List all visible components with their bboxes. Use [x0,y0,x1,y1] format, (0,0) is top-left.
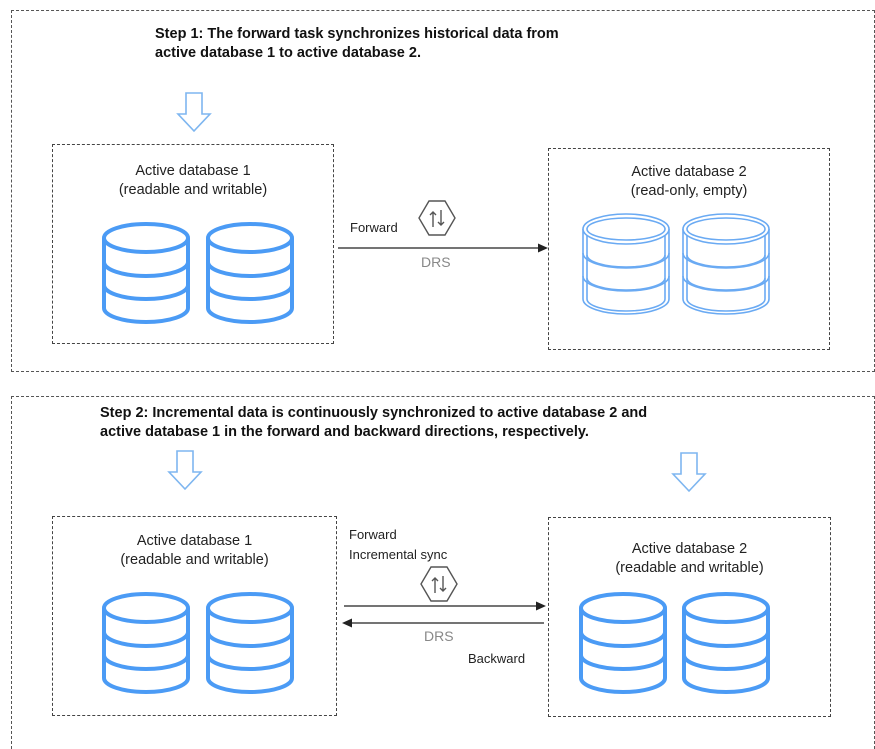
step1-active-db2-label: Active database 2 (read-only, empty) [548,163,830,201]
incremental-sync-label: Incremental sync [349,547,448,562]
db-mode: (readable and writable) [118,182,268,198]
database-icon [102,592,190,694]
database-icon [582,213,670,315]
db-name: Active database 2 [631,541,748,557]
step2-title-line1: Step 2: Incremental data is continuously… [100,405,648,421]
step2-drs-label: DRS [424,628,454,644]
step2-title-line2: active database 1 in the forward and bac… [100,424,589,440]
step1-active-db1-label: Active database 1 (readable and writable… [52,162,334,200]
database-icon [682,592,770,694]
step2-title: Step 2: Incremental data is continuously… [100,404,647,442]
step1-title-line1: Step 1: The forward task synchronizes hi… [155,26,559,42]
step2-active-db2-label: Active database 2 (readable and writable… [548,540,831,578]
database-icon [206,592,294,694]
forward-arrow [344,601,546,611]
sync-icon [418,200,456,236]
step2-active-db1-box [52,516,337,716]
step2-forward-label: Forward Incremental sync [349,526,447,563]
db-name: Active database 1 [136,533,253,549]
db-name: Active database 2 [631,164,747,180]
database-icon [102,222,190,324]
down-arrow-icon [177,92,211,132]
step2-backward-label: Backward [468,651,526,666]
step1-title: Step 1: The forward task synchronizes hi… [155,25,559,63]
step1-active-db2-box [548,148,830,350]
step2-active-db1-label: Active database 1 (readable and writable… [52,532,337,570]
forward-arrow [338,243,548,253]
database-icon [206,222,294,324]
db-name: Active database 1 [135,163,251,179]
step1-title-line2: active database 1 to active database 2. [155,45,421,61]
db-mode: (readable and writable) [615,560,764,576]
database-icon [682,213,770,315]
sync-icon [420,566,458,602]
database-icon [579,592,667,694]
step1-drs-label: DRS [421,254,451,270]
db-mode: (readable and writable) [120,552,269,568]
backward-arrow [342,618,544,628]
down-arrow-icon [672,452,706,492]
step1-forward-label: Forward [350,220,398,235]
step2-active-db2-box [548,517,831,717]
db-mode: (read-only, empty) [630,183,748,199]
step1-active-db1-box [52,144,334,344]
forward-label: Forward [349,527,397,542]
down-arrow-icon [168,450,202,490]
